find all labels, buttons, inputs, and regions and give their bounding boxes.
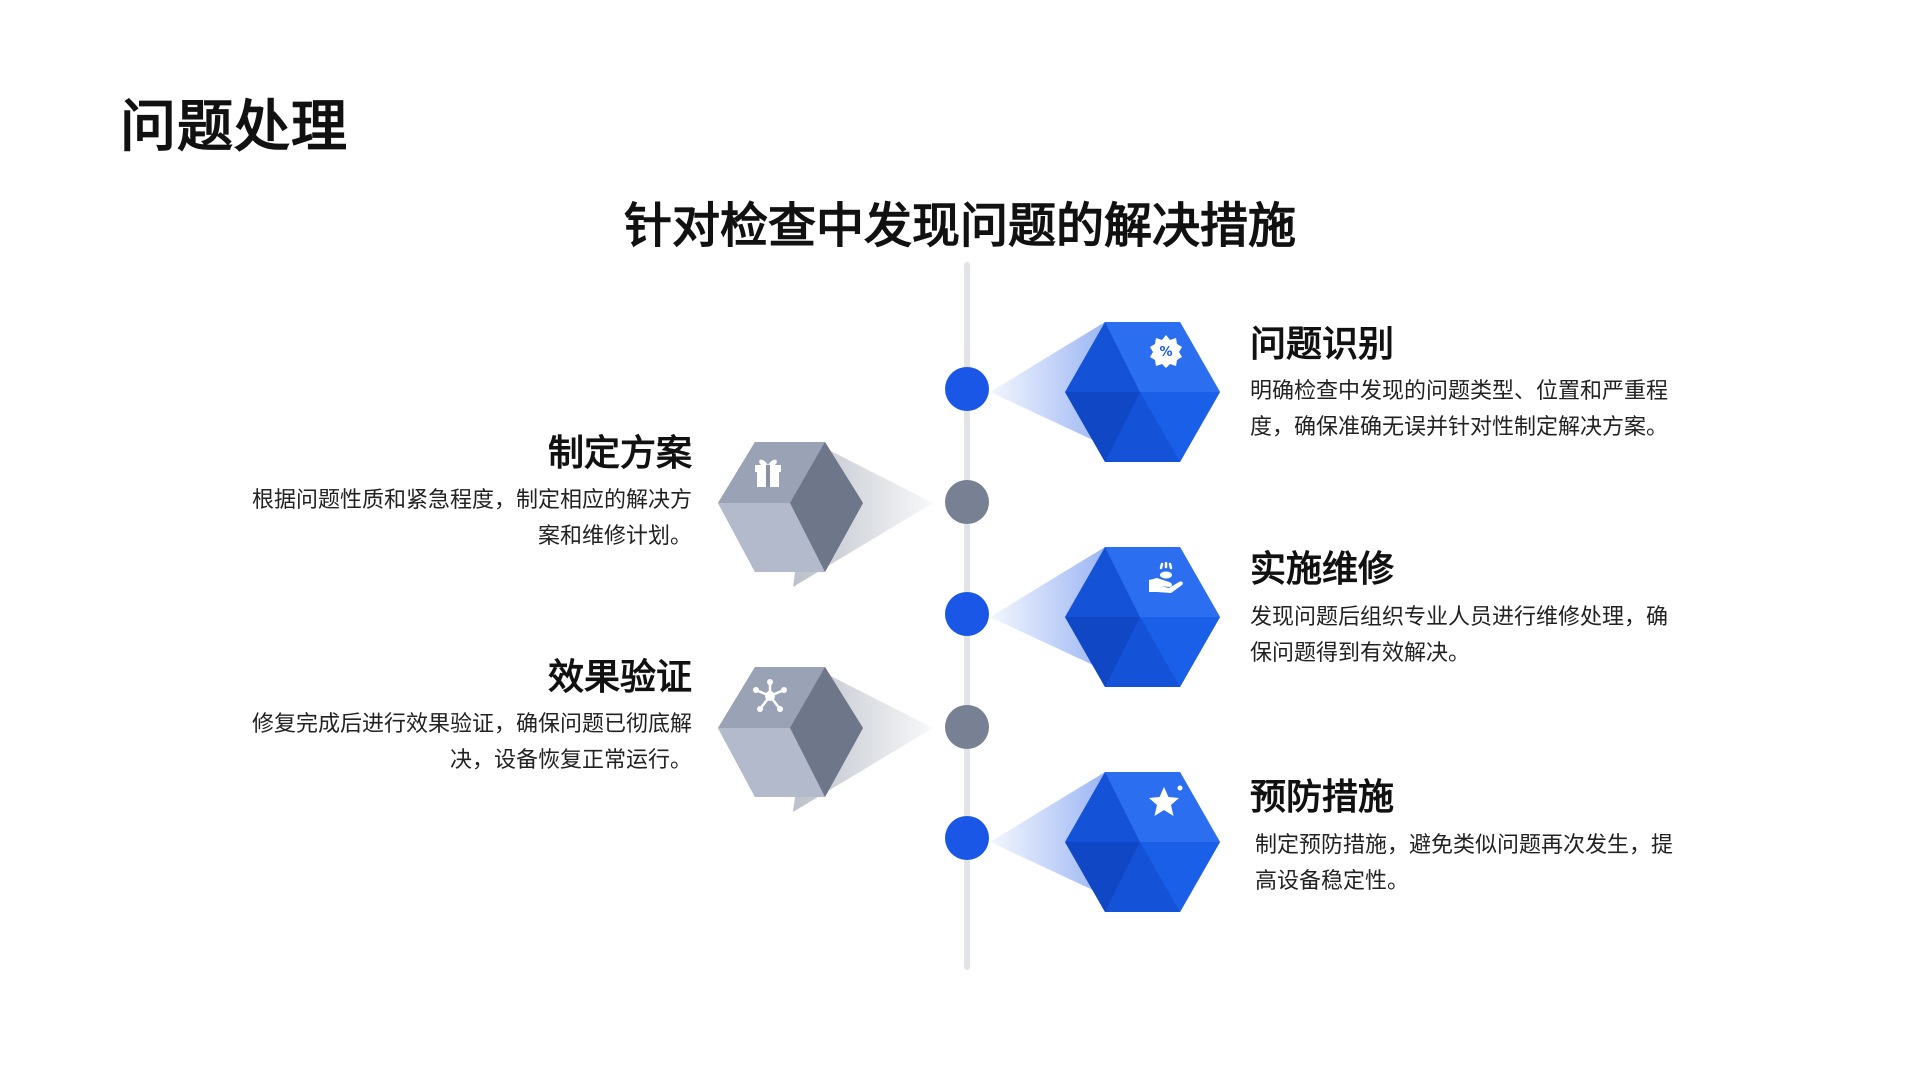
cube-step-4 [718, 667, 933, 812]
star-icon [1146, 783, 1186, 821]
dot-step-3 [945, 592, 989, 636]
cube-step-3 [990, 547, 1220, 687]
dot-step-4 [945, 705, 989, 749]
dot-step-2 [945, 480, 989, 524]
diagram-subtitle: 针对检查中发现问题的解决措施 [623, 198, 1296, 254]
step-5-desc-line-2: 高设备稳定性。 [1255, 869, 1410, 894]
cube-step-1 [990, 322, 1220, 462]
network-icon [752, 678, 788, 714]
step-5-title: 预防措施 [1250, 777, 1395, 818]
step-2-desc-line-2: 案和维修计划。 [537, 524, 692, 549]
cube-step-5 [990, 772, 1220, 912]
step-5-desc: 制定预防措施，避免类似问题再次发生，提 高设备稳定性。 [1255, 828, 1673, 900]
step-1-desc-line-2: 度，确保准确无误并针对性制定解决方案。 [1250, 415, 1669, 440]
dot-step-5 [945, 816, 989, 860]
cube-step-2 [718, 442, 933, 587]
step-2-desc: 根据问题性质和紧急程度，制定相应的解决方 案和维修计划。 [252, 483, 692, 555]
step-3-desc-line-1: 发现问题后组织专业人员进行维修处理，确 [1250, 605, 1669, 630]
step-4-desc-line-1: 修复完成后进行效果验证，确保问题已彻底解 [251, 712, 692, 737]
step-2-title: 制定方案 [547, 433, 692, 474]
gift-icon [752, 454, 784, 488]
step-5-desc-line-1: 制定预防措施，避免类似问题再次发生，提 [1255, 833, 1674, 858]
hand-service-icon [1147, 561, 1185, 596]
step-4-title: 效果验证 [547, 657, 692, 698]
step-3-title: 实施维修 [1250, 549, 1395, 590]
step-1-desc: 明确检查中发现的问题类型、位置和严重程 度，确保准确无误并针对性制定解决方案。 [1250, 374, 1668, 446]
step-4-desc-line-2: 决，设备恢复正常运行。 [449, 748, 692, 773]
svg-text:%: % [1159, 345, 1172, 360]
step-3-desc-line-2: 保问题得到有效解决。 [1250, 641, 1471, 666]
dot-step-1 [945, 367, 989, 411]
page-title: 问题处理 [120, 95, 348, 160]
step-1-title: 问题识别 [1250, 324, 1395, 365]
percent-badge-icon: % [1149, 334, 1183, 368]
step-2-desc-line-1: 根据问题性质和紧急程度，制定相应的解决方 [251, 488, 692, 513]
step-3-desc: 发现问题后组织专业人员进行维修处理，确 保问题得到有效解决。 [1250, 600, 1668, 672]
step-1-desc-line-1: 明确检查中发现的问题类型、位置和严重程 [1250, 379, 1669, 404]
step-4-desc: 修复完成后进行效果验证，确保问题已彻底解 决，设备恢复正常运行。 [252, 707, 692, 779]
